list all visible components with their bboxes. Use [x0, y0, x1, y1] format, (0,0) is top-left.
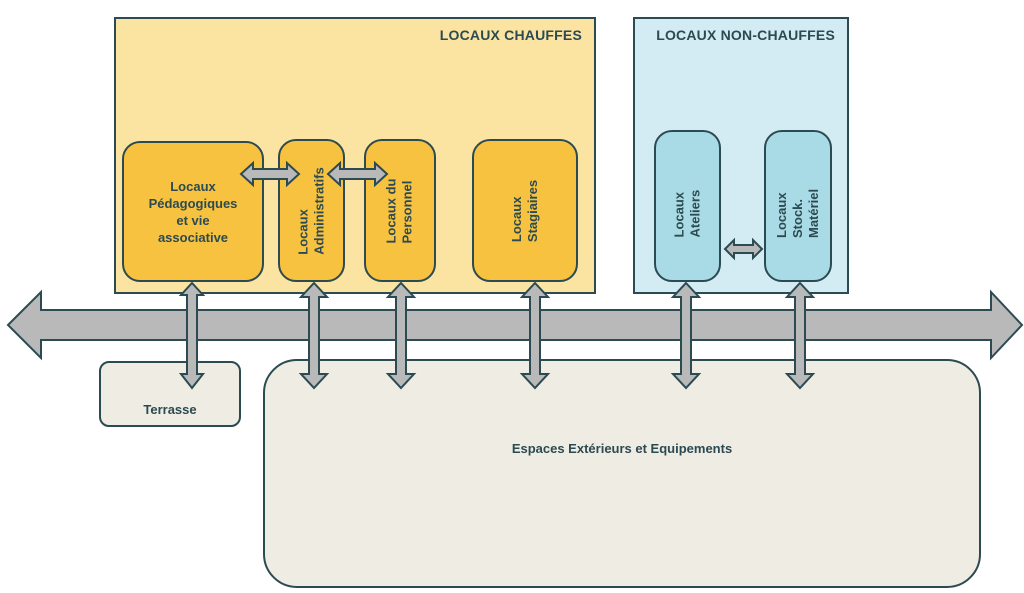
- room-ateliers: Locaux Ateliers: [654, 130, 721, 282]
- arrow-personnel-exterieur: [385, 281, 417, 390]
- arrow-stock-exterieur: [784, 281, 816, 390]
- terrasse-area: Terrasse: [99, 361, 241, 427]
- espaces-exterieurs-label: Espaces Extérieurs et Equipements: [511, 441, 733, 456]
- room-stagiaires: Locaux Stagiaires: [472, 139, 578, 282]
- terrasse-label: Terrasse: [143, 401, 197, 417]
- arrow-administratifs-personnel: [326, 160, 389, 188]
- unheated-zone-title: LOCAUX NON-CHAUFFES: [656, 27, 835, 43]
- room-stock-materiel: Locaux Stock. Matériel: [764, 130, 832, 282]
- room-pedagogiques: Locaux Pédagogiques et vie associative: [122, 141, 264, 282]
- arrow-pedagogiques-terrasse: [178, 281, 206, 390]
- arrow-stagiaires-exterieur: [519, 281, 551, 390]
- arrow-ateliers-exterieur: [670, 281, 702, 390]
- espaces-exterieurs-area: Espaces Extérieurs et Equipements: [263, 359, 981, 588]
- heated-zone-title: LOCAUX CHAUFFES: [439, 27, 582, 43]
- main-circulation-arrow: [6, 289, 1024, 361]
- room-pedagogiques-label: Locaux Pédagogiques et vie associative: [148, 178, 238, 245]
- arrow-administratifs-exterieur: [298, 281, 330, 390]
- arrow-ateliers-stock: [723, 237, 764, 261]
- arrow-pedagogiques-administratifs: [239, 160, 301, 188]
- room-administratifs: Locaux Administratifs: [278, 139, 345, 282]
